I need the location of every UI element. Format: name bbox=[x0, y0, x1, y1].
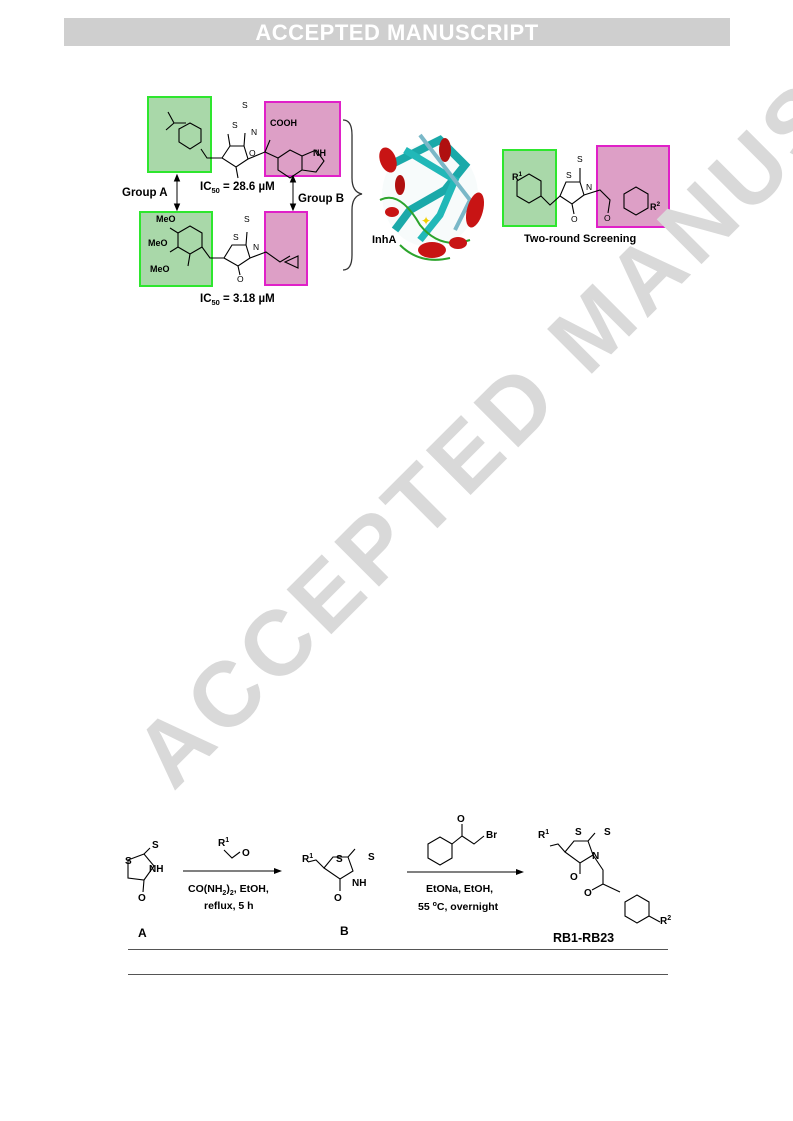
synthesis-scheme: S S NH O A R1 O CO(NH2)2, EtOH, reflux, … bbox=[125, 814, 671, 945]
product-structure bbox=[549, 832, 661, 924]
top-s-label: S bbox=[232, 120, 238, 130]
bromoacetophenone bbox=[427, 824, 485, 866]
compound-a-label: A bbox=[138, 926, 147, 940]
product-o2: O bbox=[584, 888, 592, 899]
inha-protein-cartoon: ✦ bbox=[379, 133, 485, 261]
product-r1: R1 bbox=[538, 829, 549, 841]
compound-b-s: S bbox=[336, 854, 343, 865]
reaction-arrow-2-head bbox=[516, 869, 524, 875]
condition-2-line-1: EtONa, EtOH, bbox=[426, 883, 493, 895]
aldehyde-bonds bbox=[223, 849, 241, 859]
aldehyde-r1: R1 bbox=[218, 837, 229, 849]
screening-r2: R2 bbox=[650, 201, 661, 212]
top-thione-s: S bbox=[242, 100, 248, 110]
compound-b-r1: R1 bbox=[302, 853, 313, 865]
group-a-box-bottom bbox=[139, 211, 213, 287]
screening-r1: R1 bbox=[512, 171, 523, 182]
bromoacetophenone-br: Br bbox=[486, 830, 497, 841]
inha-label: InhA bbox=[372, 234, 396, 246]
screening-box-r1 bbox=[502, 149, 557, 227]
condition-2-line-2: 55 oC, overnight bbox=[418, 901, 499, 913]
product-r2: R2 bbox=[660, 915, 671, 927]
condition-1-line-2: reflux, 5 h bbox=[204, 900, 254, 912]
bottom-o-label: O bbox=[237, 274, 244, 284]
bottom-thione-s: S bbox=[244, 214, 250, 224]
compound-a-s: S bbox=[125, 856, 132, 867]
top-n-label: N bbox=[251, 127, 257, 137]
bottom-n-label: N bbox=[253, 242, 259, 252]
product-s: S bbox=[575, 827, 582, 838]
accepted-manuscript-banner: ACCEPTED MANUSCRIPT bbox=[64, 18, 730, 46]
compound-a-thione-s: S bbox=[152, 840, 159, 851]
group-arrows bbox=[173, 173, 297, 212]
cooh-label: COOH bbox=[270, 118, 297, 128]
condition-1-line-1: CO(NH2)2, EtOH, bbox=[188, 883, 269, 897]
screening-structure bbox=[516, 168, 649, 216]
compound-b-label: B bbox=[340, 924, 349, 938]
nh-label: NH bbox=[313, 148, 326, 158]
compound-a-o: O bbox=[138, 893, 146, 904]
product-thione-s: S bbox=[604, 827, 611, 838]
screening-o1: O bbox=[571, 214, 578, 224]
top-structure bbox=[165, 111, 325, 179]
group-b-box-bottom bbox=[264, 211, 308, 286]
compound-b-nh: NH bbox=[352, 878, 366, 889]
compound-a bbox=[127, 847, 155, 893]
group-a-label: Group A bbox=[122, 187, 168, 199]
graphical-abstract: S S N O COOH NH IC50 = 28.6 µM Group A G… bbox=[122, 96, 670, 307]
divider-line-2 bbox=[128, 974, 668, 975]
bottom-s-label: S bbox=[233, 232, 239, 242]
active-site-star: ✦ bbox=[421, 214, 431, 228]
meo-2: MeO bbox=[148, 238, 168, 248]
compound-b-thione-s: S bbox=[368, 852, 375, 863]
ic50-top: IC50 = 28.6 µM bbox=[200, 181, 275, 195]
aldehyde-o: O bbox=[242, 848, 250, 859]
screening-n: N bbox=[586, 182, 592, 192]
ic50-bottom: IC50 = 3.18 µM bbox=[200, 293, 275, 307]
reaction-arrow-1-head bbox=[274, 868, 282, 874]
curly-brace bbox=[342, 119, 363, 271]
compound-b-o: O bbox=[334, 893, 342, 904]
meo-3: MeO bbox=[150, 264, 170, 274]
product-o1: O bbox=[570, 872, 578, 883]
bottom-structure bbox=[169, 225, 299, 276]
meo-1: MeO bbox=[156, 214, 176, 224]
product-label: RB1-RB23 bbox=[553, 931, 614, 945]
compound-a-nh: NH bbox=[149, 864, 163, 875]
bromoacetophenone-o: O bbox=[457, 814, 465, 825]
product-n: N bbox=[592, 851, 599, 862]
screening-thione-s: S bbox=[577, 154, 583, 164]
divider-line-1 bbox=[128, 949, 668, 950]
screening-o2: O bbox=[604, 213, 611, 223]
top-o-label: O bbox=[249, 148, 256, 158]
screening-s: S bbox=[566, 170, 572, 180]
screening-caption: Two-round Screening bbox=[524, 233, 636, 245]
group-b-label: Group B bbox=[298, 193, 344, 205]
compound-b bbox=[307, 848, 356, 891]
